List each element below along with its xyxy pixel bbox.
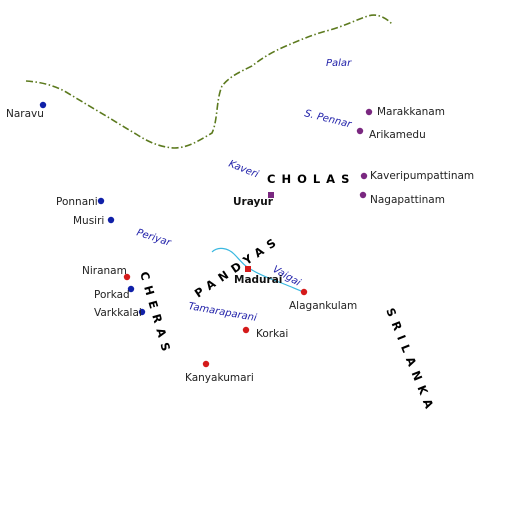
place-label-madurai: Madurai — [234, 274, 282, 286]
place-label-alagankulam: Alagankulam — [289, 300, 357, 312]
marker-niranam — [123, 273, 131, 281]
marker-nagapattinam — [359, 191, 367, 199]
place-label-porkad: Porkad — [94, 289, 130, 301]
marker-arikamedu — [356, 127, 364, 135]
place-label-kanyakumari: Kanyakumari — [185, 372, 254, 384]
marker-varkkalai — [138, 308, 146, 316]
marker-urayur-capital — [268, 192, 274, 198]
river-label-south-pennar: S. Pennar — [303, 108, 353, 130]
place-label-marakkanam: Marakkanam — [377, 106, 445, 118]
place-label-ponnani: Ponnani — [56, 196, 98, 208]
marker-korkai — [242, 326, 250, 334]
river-label-palar: Palar — [326, 58, 352, 69]
marker-porkad — [127, 285, 135, 293]
marker-alagankulam — [300, 288, 308, 296]
river-label-tamaraparani: Tamaraparani — [187, 301, 257, 324]
marker-naravu — [39, 101, 47, 109]
river-label-kaveri: Kaveri — [227, 159, 260, 181]
river-label-periyar: Periyar — [135, 227, 173, 249]
marker-ponnani — [97, 197, 105, 205]
place-label-naravu: Naravu — [6, 108, 44, 120]
marker-kanyakumari — [202, 360, 210, 368]
place-label-arikamedu: Arikamedu — [369, 129, 426, 141]
marker-madurai-capital — [245, 266, 251, 272]
place-label-urayur: Urayur — [233, 196, 274, 208]
kingdom-label-srilanka: SRILANKA — [383, 306, 438, 416]
northern-boundary-line — [25, 14, 393, 149]
place-label-musiri: Musiri — [73, 215, 104, 227]
place-label-korkai: Korkai — [256, 328, 288, 340]
marker-kaveripumpattinam — [360, 172, 368, 180]
kingdom-label-pandyas: PANDYAS — [192, 232, 284, 300]
place-label-niranam: Niranam — [82, 265, 127, 277]
marker-marakkanam — [365, 108, 373, 116]
place-label-varkkalai: Varkkalai — [94, 307, 142, 319]
place-label-kaveripumpattinam: Kaveripumpattinam — [370, 170, 474, 182]
marker-musiri — [107, 216, 115, 224]
kingdom-label-cholas: CHOLAS — [267, 172, 355, 186]
vaigai-river-line — [211, 247, 305, 293]
place-label-nagapattinam: Nagapattinam — [370, 194, 445, 206]
